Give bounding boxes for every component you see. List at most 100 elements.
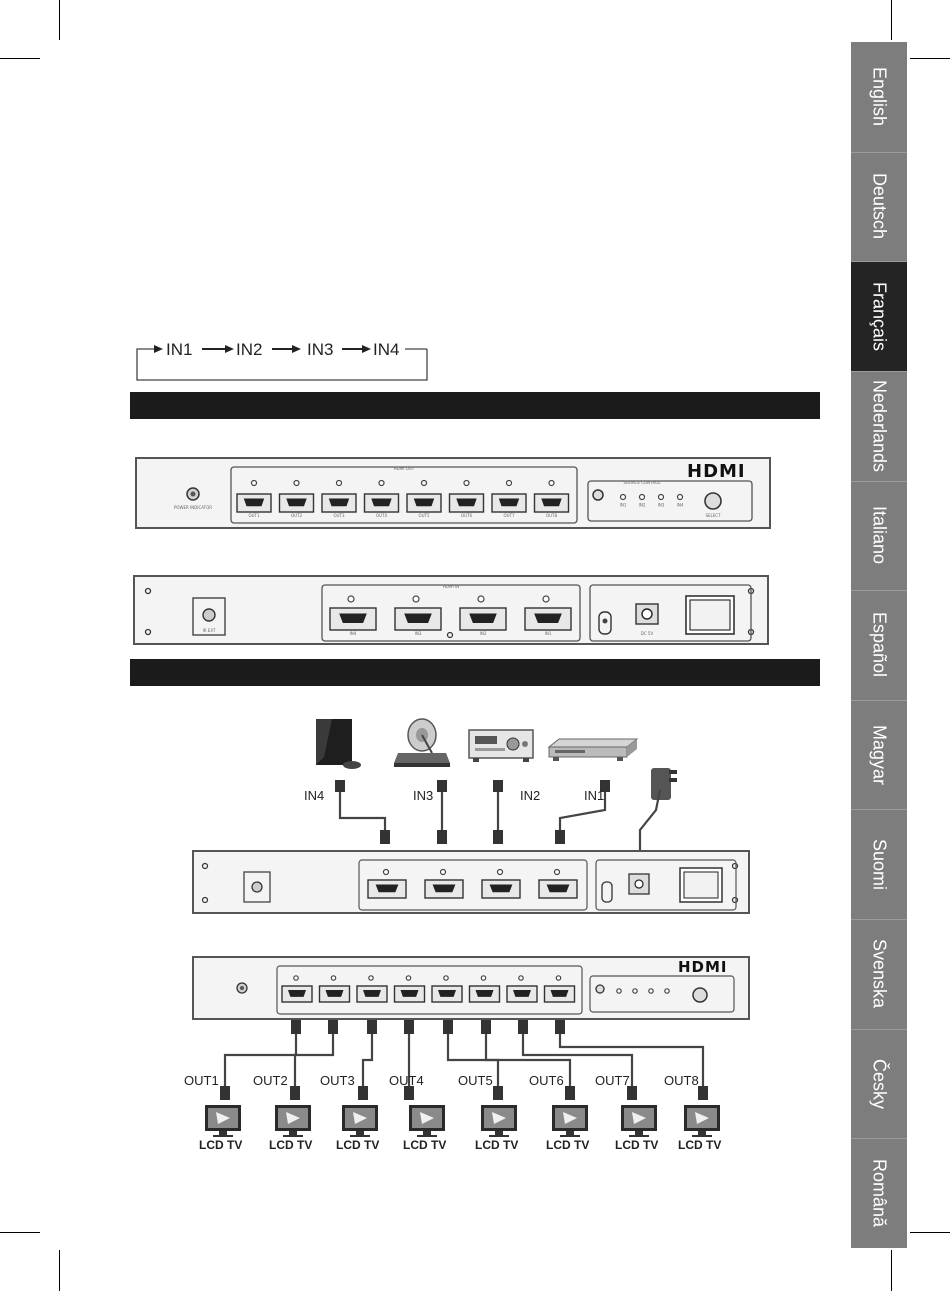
output-label-5: OUT5 [458, 1073, 493, 1088]
language-tab-3[interactable]: Nederlands [851, 371, 907, 481]
diag-out-led-7 [518, 975, 524, 981]
svg-text:IN4: IN4 [677, 503, 684, 508]
language-tab-5[interactable]: Español [851, 590, 907, 700]
language-tab-divider [851, 151, 907, 153]
in-led-1 [412, 595, 420, 603]
game-console-icon [316, 719, 361, 769]
diag-in-led-1 [439, 868, 447, 876]
output-label-2: OUT2 [253, 1073, 288, 1088]
language-tab-label: English [869, 67, 890, 127]
language-tab-4[interactable]: Italiano [851, 481, 907, 591]
output-label-1: OUT1 [184, 1073, 219, 1088]
language-tab-label: Español [869, 612, 890, 678]
out-led-5 [420, 479, 428, 487]
source-control-label: SOURCE CONTROL [623, 480, 661, 485]
lcd-tv-label: LCD TV [403, 1138, 447, 1152]
output-label-6: OUT6 [529, 1073, 564, 1088]
svg-text:IN2: IN2 [480, 631, 487, 636]
svg-text:OUT5: OUT5 [418, 513, 430, 518]
in-led-3 [542, 595, 550, 603]
language-tab-10[interactable]: Română [851, 1138, 907, 1248]
diag-hdmi-out-port-6 [468, 985, 501, 1003]
lcd-tv-label: LCD TV [336, 1138, 380, 1152]
language-tab-divider [851, 919, 907, 921]
language-tab-divider [851, 480, 907, 482]
diag-in-led-2 [496, 868, 504, 876]
source-led-1: IN1 [620, 493, 627, 508]
lcd-tv-label: LCD TV [269, 1138, 313, 1152]
lcd-tv-label: LCD TV [678, 1138, 722, 1152]
dvd-player-icon [547, 738, 639, 761]
power-indicator-label: POWER INDICATOR [174, 505, 212, 510]
language-tab-7[interactable]: Suomi [851, 809, 907, 919]
diag-out-led-1 [293, 975, 299, 981]
output-label-8: OUT8 [664, 1073, 699, 1088]
language-tab-divider [851, 809, 907, 811]
lcd-tv-icon [552, 1105, 588, 1137]
svg-text:OUT3: OUT3 [333, 513, 345, 518]
hdmi-out-port-2: OUT2 [278, 493, 315, 518]
output-label-7: OUT7 [595, 1073, 630, 1088]
hdmi-out-group-label: HDMI OUT [394, 466, 415, 471]
in-led-0 [347, 595, 355, 603]
svg-text:OUT7: OUT7 [503, 513, 515, 518]
diag-out-led-5 [443, 975, 449, 981]
lcd-tv-icon [409, 1105, 445, 1137]
out-led-8 [548, 479, 555, 487]
language-tab-label: Română [869, 1159, 890, 1228]
diagram-input-label-in4: IN4 [304, 788, 325, 803]
language-tab-6[interactable]: Magyar [851, 700, 907, 810]
language-tab-divider [851, 370, 907, 372]
diag-source-led-4 [664, 988, 670, 994]
language-tab-9[interactable]: Česky [851, 1029, 907, 1139]
language-tab-2[interactable]: Français [851, 261, 907, 371]
language-tab-divider [851, 261, 907, 263]
diag-in-led-3 [553, 868, 561, 876]
svg-text:IN3: IN3 [658, 503, 665, 508]
language-tab-8[interactable]: Svenska [851, 919, 907, 1029]
connection-cables [220, 780, 708, 1100]
cycle-step-in2: IN2 [236, 340, 263, 359]
lcd-tv-icon [481, 1105, 517, 1137]
hdmi-out-port-8: OUT8 [533, 493, 570, 518]
lcd-tv-label: LCD TV [546, 1138, 590, 1152]
hdmi-logo: HDMI [687, 461, 746, 482]
crop-mark [0, 1232, 40, 1233]
output-label-4: OUT4 [389, 1073, 424, 1088]
output-label-3: OUT3 [320, 1073, 355, 1088]
svg-text:IN2: IN2 [639, 503, 646, 508]
language-tab-divider [851, 1138, 907, 1140]
hdmi-in-group-label: HDMI IN [443, 584, 459, 589]
diag-out-led-4 [405, 975, 412, 981]
diag-out-led-2 [330, 975, 337, 981]
satellite-receiver-icon [394, 718, 450, 767]
hdmi-in-port-in2: IN2 [459, 607, 507, 636]
out-led-7 [505, 479, 513, 487]
language-tab-1[interactable]: Deutsch [851, 152, 907, 262]
language-tab-0[interactable]: English [851, 42, 907, 152]
diag-source-led-3 [648, 988, 654, 994]
svg-text:OUT4: OUT4 [376, 513, 388, 518]
hdmi-in-port-in1: IN1 [524, 607, 572, 636]
diag-hdmi-in-port-in4 [367, 879, 407, 899]
av-receiver-icon [468, 729, 534, 762]
ir-ext-label: IR EXT [203, 628, 216, 633]
diag-out-led-8 [555, 975, 562, 981]
dc-5v-label: DC 5V [641, 631, 654, 636]
power-adapter-icon [651, 768, 677, 800]
cycle-step-in1: IN1 [166, 340, 193, 359]
lcd-tv-icon [621, 1105, 657, 1137]
svg-text:OUT8: OUT8 [546, 513, 558, 518]
language-tab-divider [851, 1028, 907, 1030]
diagram-input-label-in1: IN1 [584, 788, 605, 803]
hdmi-out-port-6: OUT6 [448, 493, 485, 518]
language-tab-label: Svenska [869, 939, 890, 1009]
diag-in-led-0 [382, 868, 390, 876]
diag-hdmi-out-port-3 [356, 985, 388, 1003]
diag-out-led-6 [480, 975, 487, 981]
lcd-tv-label: LCD TV [199, 1138, 243, 1152]
crop-mark [59, 0, 60, 40]
diagram-input-label-in3: IN3 [413, 788, 434, 803]
